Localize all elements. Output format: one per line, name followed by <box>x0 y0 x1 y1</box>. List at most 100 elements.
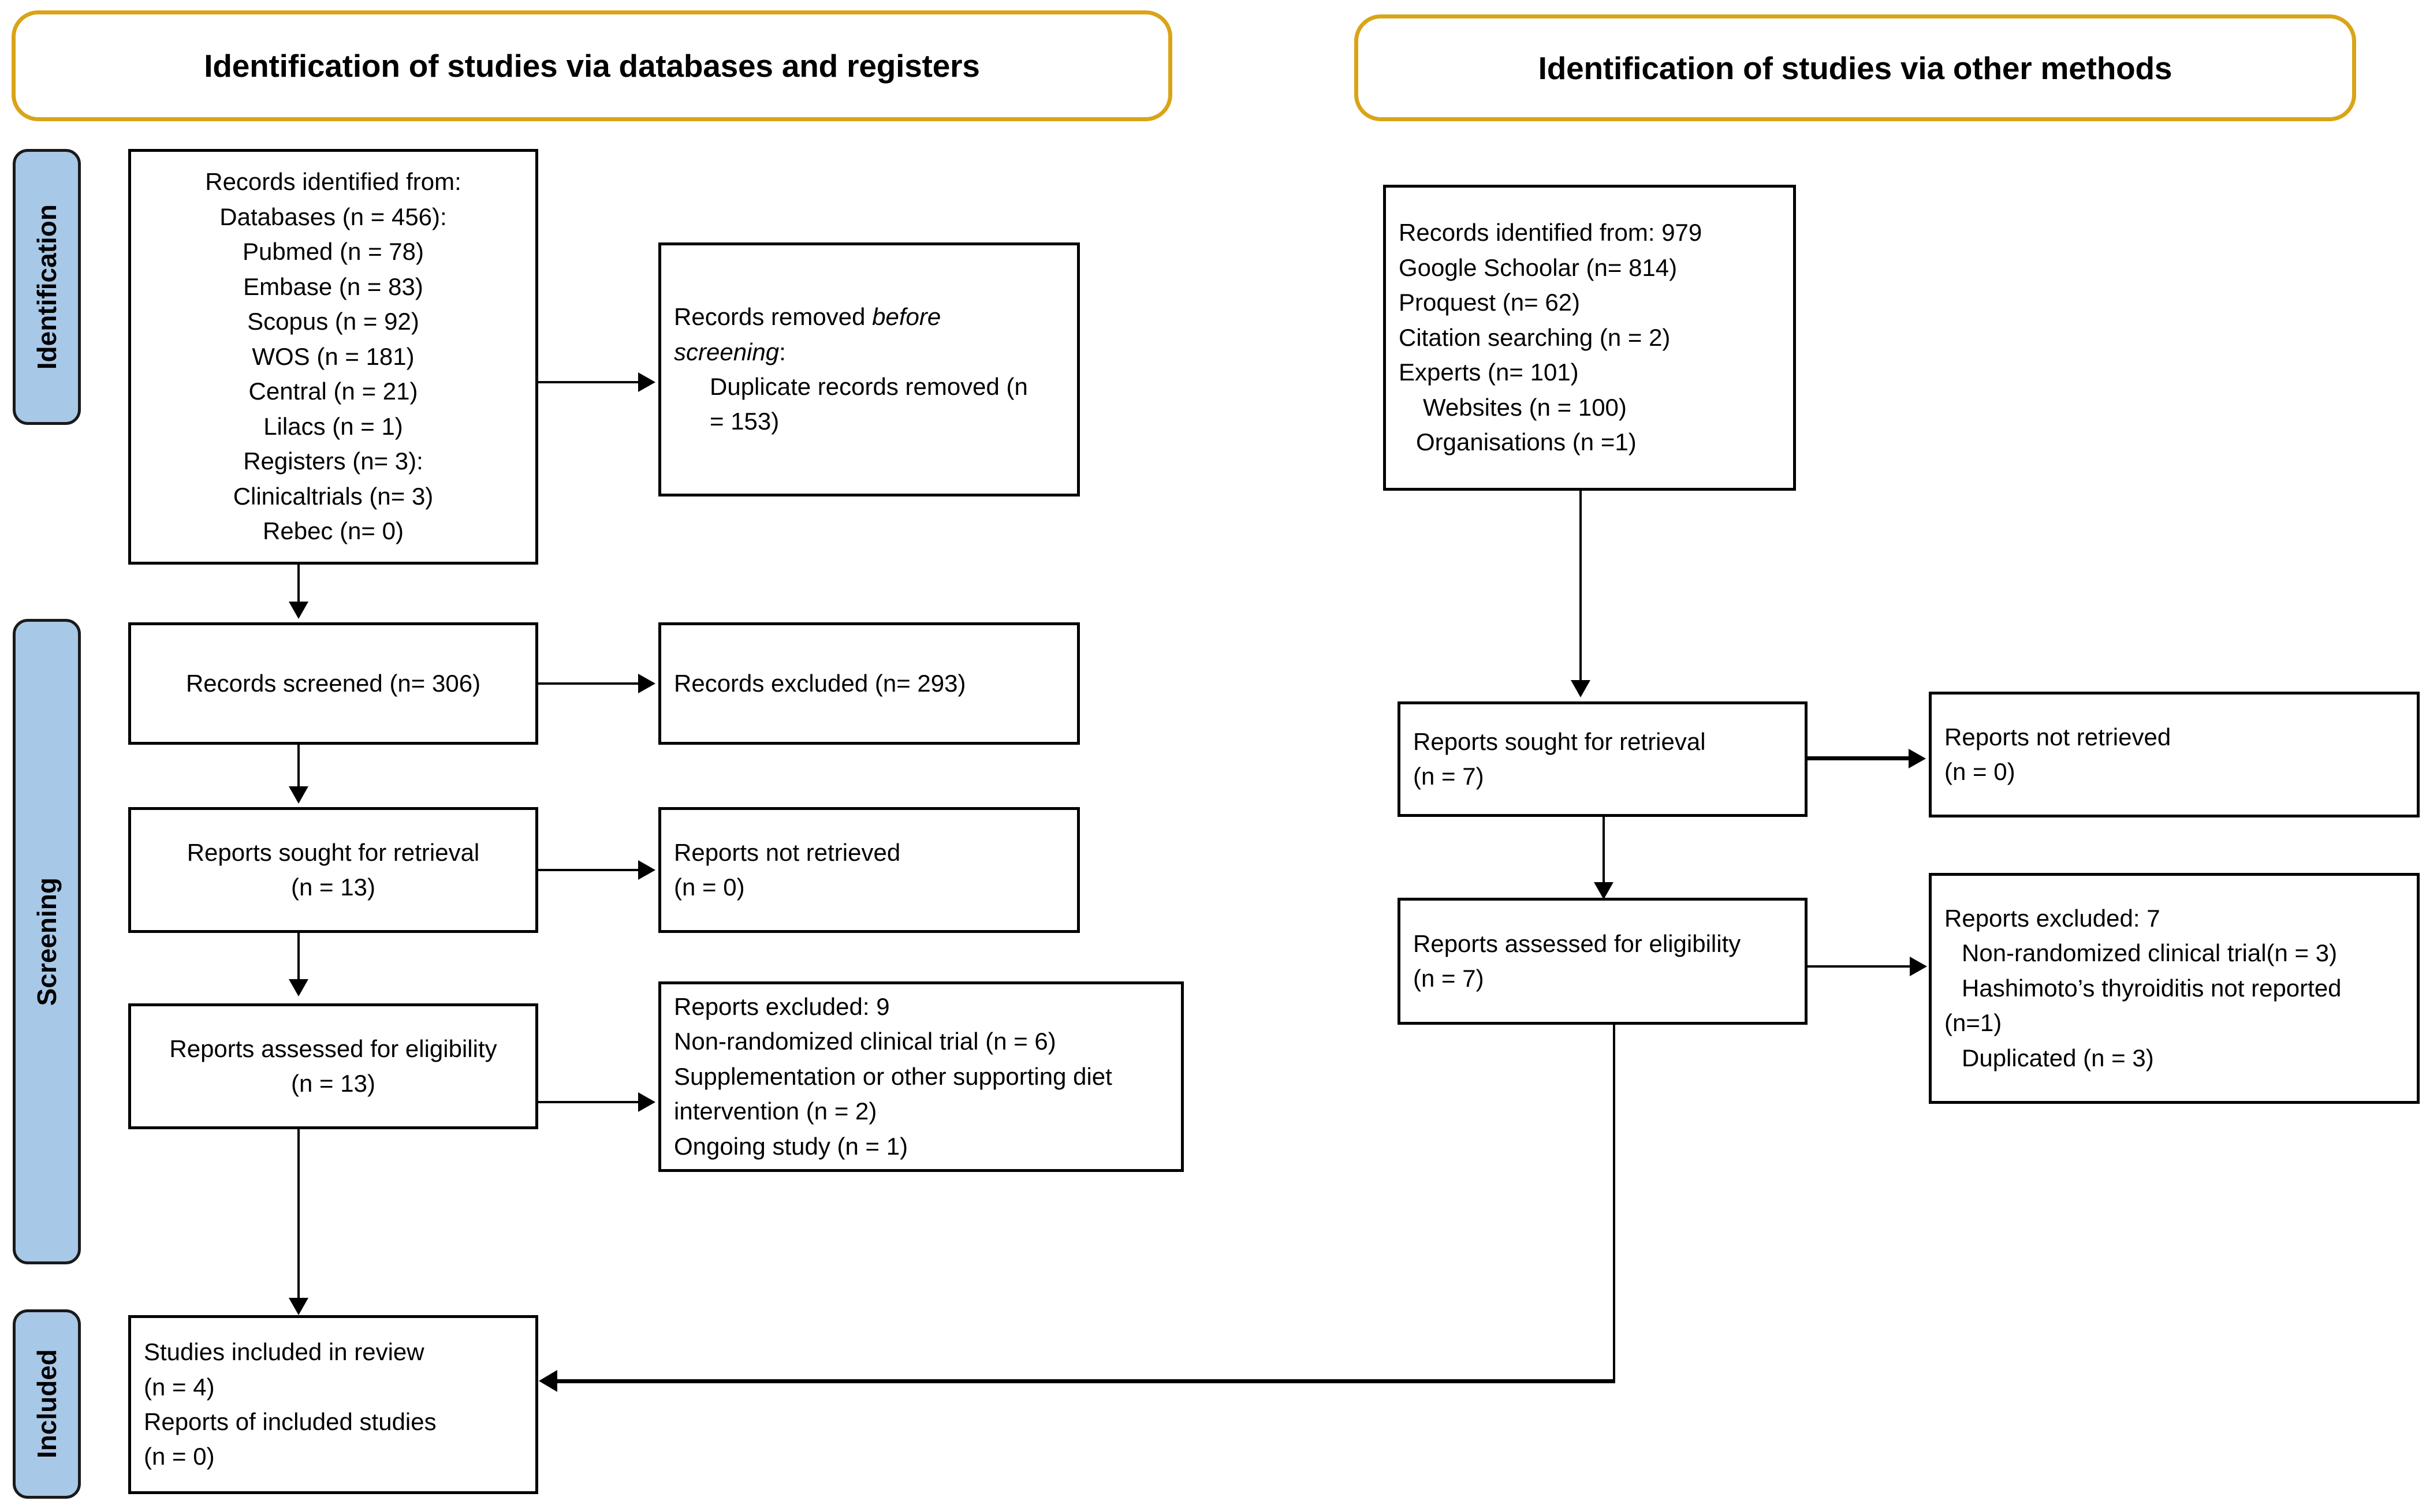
box-reports-excluded-left: Reports excluded: 9 Non-randomized clini… <box>658 981 1184 1172</box>
line-excluded-non-randomized: Non-randomized clinical trial (n = 6) <box>674 1028 1056 1055</box>
line-lilacs: Lilacs (n = 1) <box>263 412 403 440</box>
header-right-label: Identification of studies via other meth… <box>1538 50 2172 86</box>
phase-label-included: Included <box>32 1349 62 1459</box>
line-screening-italic: screening: <box>674 338 786 365</box>
connector-sought-to-assessed <box>297 933 300 984</box>
line-reports-assessed: Reports assessed for eligibility <box>169 1035 497 1062</box>
connector-right-assessed-to-included-vertical <box>1613 1025 1615 1382</box>
line-scopus: Scopus (n = 92) <box>247 308 419 335</box>
line-reports-of-included: Reports of included studies <box>144 1408 437 1435</box>
box-records-excluded: Records excluded (n= 293) <box>658 622 1080 745</box>
line-rebec: Rebec (n= 0) <box>263 517 404 545</box>
line-websites: Websites (n = 100) <box>1423 393 1627 421</box>
header-other-methods: Identification of studies via other meth… <box>1354 14 2356 121</box>
line-excluded-supplementation: Supplementation or other supporting diet <box>674 1062 1112 1090</box>
connector-screened-to-sought <box>297 745 300 791</box>
line-reports-of-included-count: (n = 0) <box>144 1443 215 1470</box>
line-wos: WOS (n = 181) <box>252 342 415 370</box>
line-duplicate-records-removed: Duplicate records removed (n <box>710 373 1028 400</box>
box-right-reports-not-retrieved: Reports not retrieved (n = 0) <box>1929 692 2420 817</box>
arrowhead-identified-to-screened <box>289 602 308 619</box>
box-studies-included-in-review: Studies included in review (n = 4) Repor… <box>128 1315 538 1494</box>
connector-right-sought-to-not-retrieved <box>1808 756 1911 760</box>
arrowhead-screened-to-excluded <box>638 674 655 693</box>
line-excluded-ongoing-study: Ongoing study (n = 1) <box>674 1132 908 1160</box>
line-records-excluded: Records excluded (n= 293) <box>674 669 966 697</box>
line-registers-total: Registers (n= 3): <box>243 447 423 475</box>
line-right-excluded-hashimoto-count: (n=1) <box>1944 1009 2002 1037</box>
line-duplicate-count: = 153) <box>710 408 780 435</box>
arrowhead-right-to-included <box>539 1370 557 1392</box>
arrowhead-right-identified-to-sought <box>1571 680 1590 697</box>
header-databases-registers: Identification of studies via databases … <box>12 10 1172 121</box>
line-excluded-intervention: intervention (n = 2) <box>674 1097 877 1125</box>
connector-right-identified-to-sought <box>1579 491 1582 684</box>
line-reports-not-retrieved-count: (n = 0) <box>674 873 745 901</box>
line-right-not-retrieved-count: (n = 0) <box>1944 758 2015 785</box>
box-reports-not-retrieved: Reports not retrieved (n = 0) <box>658 807 1080 933</box>
line-reports-not-retrieved: Reports not retrieved <box>674 838 901 866</box>
arrowhead-sought-to-assessed <box>289 979 308 996</box>
line-studies-included-count: (n = 4) <box>144 1373 215 1401</box>
line-proquest: Proquest (n= 62) <box>1399 289 1581 316</box>
line-google-schoolar: Google Schoolar (n= 814) <box>1399 253 1678 281</box>
connector-right-assessed-to-included-horizontal <box>557 1379 1615 1383</box>
line-citation-searching: Citation searching (n = 2) <box>1399 323 1671 351</box>
line-central: Central (n = 21) <box>248 378 418 405</box>
connector-assessed-to-excluded <box>538 1101 639 1103</box>
box-right-reports-sought-for-retrieval: Reports sought for retrieval (n = 7) <box>1398 701 1808 817</box>
line-embase: Embase (n = 83) <box>243 272 423 300</box>
arrowhead-assessed-to-excluded <box>638 1092 655 1112</box>
line-records-removed: Records removed before <box>674 303 941 331</box>
line-right-not-retrieved: Reports not retrieved <box>1944 723 2171 751</box>
line-reports-sought-count: (n = 13) <box>291 873 375 901</box>
phase-bar-included: Included <box>13 1309 81 1499</box>
line-right-assessed: Reports assessed for eligibility <box>1413 929 1741 957</box>
arrowhead-assessed-to-included <box>289 1298 308 1315</box>
line-right-excluded-total: Reports excluded: 7 <box>1944 904 2160 932</box>
connector-identified-to-screened <box>297 565 300 606</box>
phase-bar-screening: Screening <box>13 619 81 1264</box>
line-right-excluded-non-randomized: Non-randomized clinical trial(n = 3) <box>1962 939 2338 967</box>
line-records-screened: Records screened (n= 306) <box>185 669 481 697</box>
box-records-removed-before-screening: Records removed before screening: Duplic… <box>658 242 1080 496</box>
line-records-identified-from: Records identified from: <box>205 168 461 196</box>
box-records-screened: Records screened (n= 306) <box>128 622 538 745</box>
header-left-label: Identification of studies via databases … <box>204 48 980 84</box>
line-reports-assessed-count: (n = 13) <box>291 1070 375 1097</box>
connector-right-sought-to-assessed <box>1603 817 1605 886</box>
phase-bar-identification: Identification <box>13 149 81 425</box>
line-databases-total: Databases (n = 456): <box>219 203 447 230</box>
line-reports-excluded-total: Reports excluded: 9 <box>674 992 890 1020</box>
line-records-identified-total: Records identified from: 979 <box>1399 219 1702 247</box>
line-pubmed: Pubmed (n = 78) <box>242 238 424 266</box>
arrowhead-screened-to-sought <box>289 786 308 804</box>
arrowhead-identified-to-removed <box>638 372 655 392</box>
connector-screened-to-excluded <box>538 682 639 685</box>
line-organisations: Organisations (n =1) <box>1416 428 1637 456</box>
phase-label-screening: Screening <box>32 877 62 1006</box>
connector-right-assessed-to-excluded <box>1808 965 1913 968</box>
box-reports-assessed-for-eligibility: Reports assessed for eligibility (n = 13… <box>128 1003 538 1129</box>
box-reports-sought-for-retrieval: Reports sought for retrieval (n = 13) <box>128 807 538 933</box>
arrowhead-right-sought-to-assessed <box>1594 882 1613 899</box>
line-right-reports-sought: Reports sought for retrieval <box>1413 727 1706 755</box>
line-clinicaltrials: Clinicaltrials (n= 3) <box>233 482 434 510</box>
line-right-excluded-duplicated: Duplicated (n = 3) <box>1962 1044 2154 1072</box>
arrowhead-right-assessed-to-excluded <box>1910 957 1927 976</box>
arrowhead-sought-to-not-retrieved <box>638 860 655 880</box>
box-records-identified-other-methods: Records identified from: 979 Google Scho… <box>1383 185 1796 491</box>
box-right-reports-excluded: Reports excluded: 7 Non-randomized clini… <box>1929 873 2420 1104</box>
box-right-reports-assessed-for-eligibility: Reports assessed for eligibility (n = 7) <box>1398 898 1808 1025</box>
arrowhead-right-sought-to-not-retrieved <box>1909 749 1926 768</box>
connector-sought-to-not-retrieved <box>538 869 639 871</box>
connector-identified-to-removed <box>538 381 639 383</box>
line-studies-included: Studies included in review <box>144 1338 424 1366</box>
line-right-reports-sought-count: (n = 7) <box>1413 763 1484 790</box>
line-experts: Experts (n= 101) <box>1399 359 1579 386</box>
line-reports-sought: Reports sought for retrieval <box>187 838 480 866</box>
phase-label-identification: Identification <box>32 204 62 370</box>
line-right-excluded-hashimoto: Hashimoto’s thyroiditis not reported <box>1962 974 2342 1002</box>
connector-assessed-to-included <box>297 1129 300 1302</box>
